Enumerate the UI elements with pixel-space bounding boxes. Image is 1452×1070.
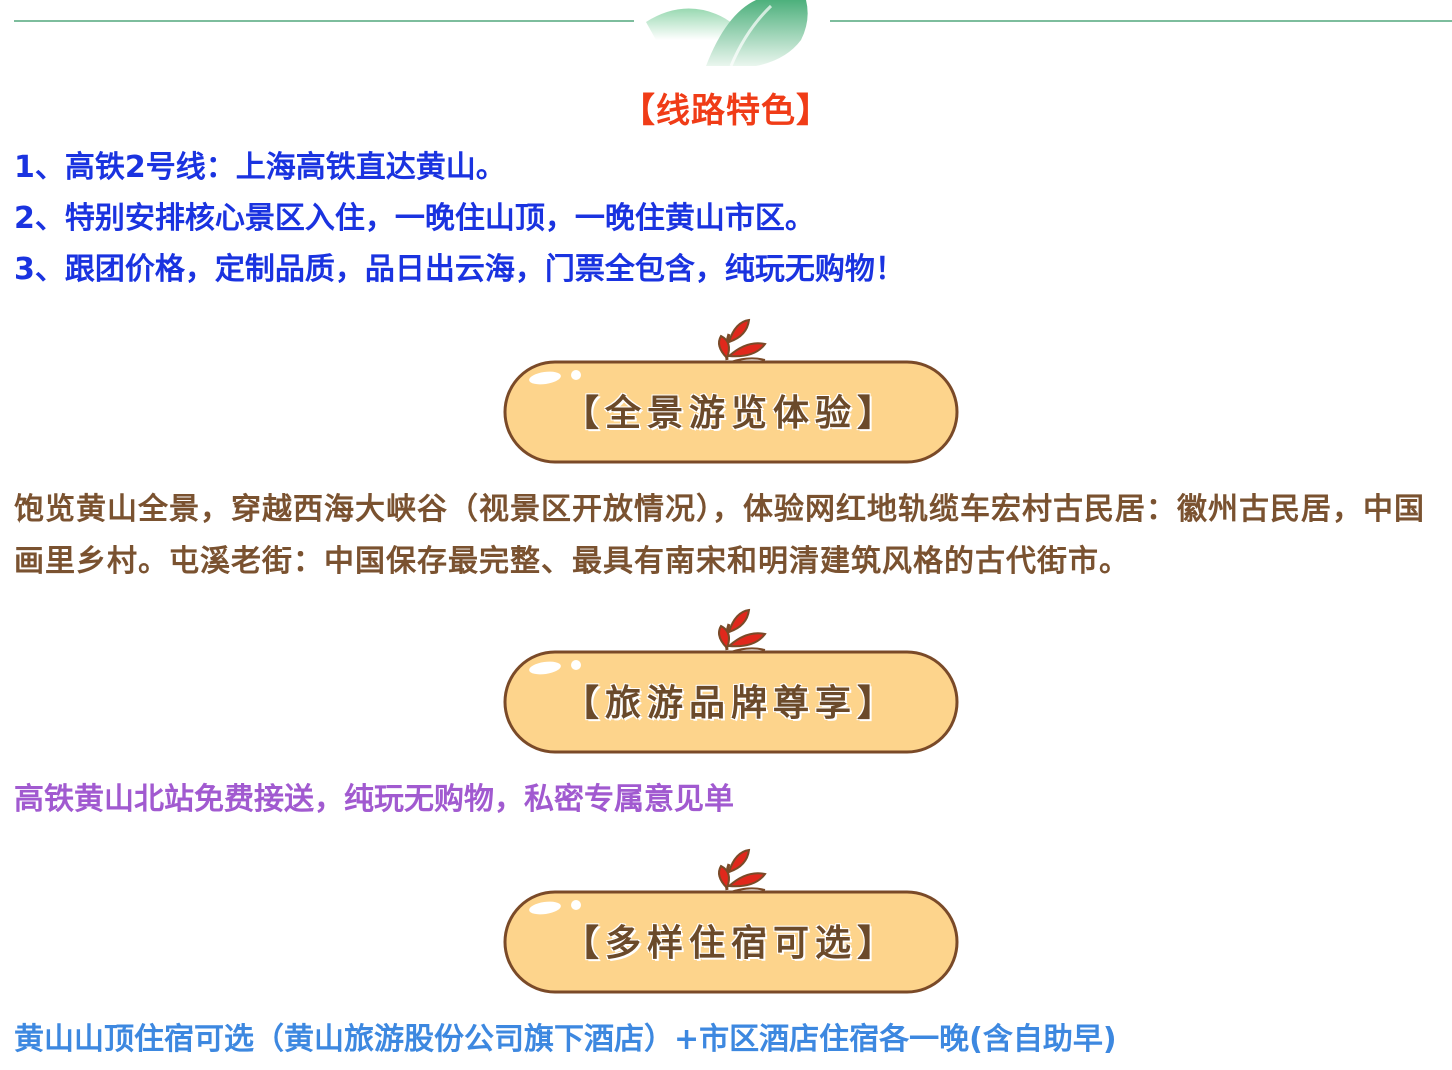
banner-heading: 【全景游览体验】: [562, 393, 899, 434]
section-body-lodging: 黄山山顶住宿可选（黄山旅游股份公司旗下酒店）+市区酒店住宿各一晚(含自助早): [14, 1022, 1117, 1057]
header-divider-left: [14, 20, 634, 22]
feature-item-3: 3、跟团价格，定制品质，品日出云海，门票全包含，纯玩无购物！: [14, 252, 905, 287]
section-banner-lodging: 【多样住宿可选】: [503, 842, 959, 996]
section-body-panorama: 饱览黄山全景，穿越西海大峡谷（视景区开放情况），体验网红地轨缆车宏村古民居：徽州…: [14, 492, 1425, 579]
header-divider-right: [830, 20, 1452, 22]
banner-heading: 【旅游品牌尊享】: [562, 683, 899, 724]
feature-item-1: 1、高铁2号线：上海高铁直达黄山。: [14, 150, 506, 185]
section-banner-brand: 【旅游品牌尊享】: [503, 602, 959, 756]
feature-item-2: 2、特别安排核心景区入住，一晚住山顶，一晚住黄山市区。: [14, 201, 815, 236]
mountain-icon: [646, 0, 808, 66]
leaf-icon: [503, 608, 959, 754]
features-title: 【线路特色】: [621, 91, 831, 131]
section-body-brand: 高铁黄山北站免费接送，纯玩无购物，私密专属意见单: [14, 782, 734, 817]
leaf-icon: [503, 318, 959, 464]
banner-heading: 【多样住宿可选】: [562, 923, 899, 964]
leaf-icon: [503, 848, 959, 994]
features-list: 1、高铁2号线：上海高铁直达黄山。 2、特别安排核心景区入住，一晚住山顶，一晚住…: [14, 142, 905, 295]
section-banner-panorama: 【全景游览体验】: [503, 312, 959, 466]
